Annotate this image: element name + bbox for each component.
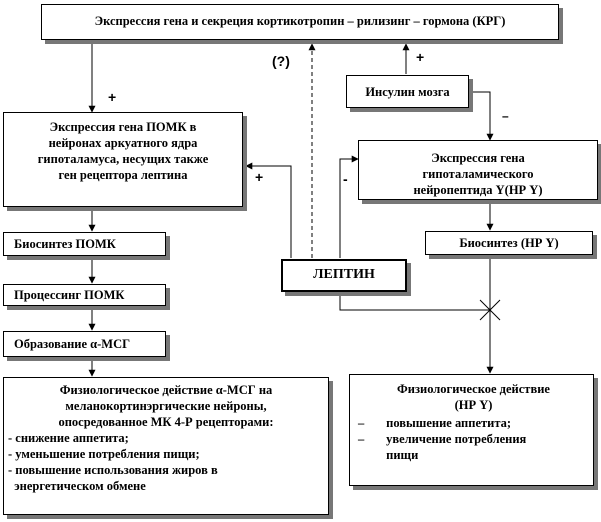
pomc-processing-text: Процессинг ПОМК — [14, 288, 125, 302]
msh-effect-title-3: опосредованное МК 4-Р рецепторами: — [58, 415, 274, 429]
pomc-biosynthesis-box: Биосинтез ПОМК — [3, 232, 166, 256]
leptin-text: ЛЕПТИН — [313, 267, 375, 282]
pomc-expression-line-2: нейронах аркуатного ядра — [48, 136, 198, 150]
msh-effect-box: Физиологическое действие α-МСГ на мелано… — [3, 377, 329, 515]
line-leptin-block — [339, 292, 490, 311]
plus-sign-crh-pomc: + — [108, 89, 117, 105]
arrow-insulin-to-npy — [470, 91, 494, 141]
crh-expression-text: Экспрессия гена и секреция кортикотропин… — [94, 14, 506, 28]
npy-expression-line-3: нейропептида Y(НР Y) — [413, 183, 543, 197]
brain-insulin-text: Инсулин мозга — [365, 85, 450, 99]
msh-effect-title-1: Физиологическое действие α-МСГ на — [59, 383, 273, 397]
minus-sign-leptin-npy: - — [343, 171, 348, 187]
npy-effect-item: – повышение аппетита; — [358, 416, 512, 430]
block-cross-b — [479, 299, 501, 321]
npy-effect-item: – увеличение потребления — [358, 432, 527, 446]
npy-expression-line-1: Экспрессия гена — [431, 151, 525, 165]
pomc-expression-line-4: ген рецептора лептина — [58, 168, 188, 182]
npy-biosynthesis-box: Биосинтез (НР Y) — [425, 231, 593, 255]
npy-effect-item: пищи — [358, 448, 419, 462]
msh-effect-item: - повышение использования жиров в — [8, 463, 218, 477]
plus-sign-insulin-crh: + — [416, 49, 425, 65]
npy-effect-box: Физиологическое действие (НР Y) – повыше… — [349, 374, 594, 486]
pomc-biosynthesis-text: Биосинтез ПОМК — [14, 237, 116, 251]
msh-formation-text: Образование α-МСГ — [14, 337, 131, 351]
pomc-expression-line-1: Экспрессия гена ПОМК в — [49, 120, 197, 134]
brain-insulin-box: Инсулин мозга — [346, 75, 469, 108]
npy-expression-box: Экспрессия гена гипоталамического нейроп… — [358, 140, 598, 200]
msh-effect-item: - уменьшение потребления пищи; — [8, 447, 200, 461]
arrow-leptin-to-pomc — [245, 162, 292, 258]
msh-formation-box: Образование α-МСГ — [3, 331, 166, 357]
msh-effect-title-2: меланокортинэргические нейроны, — [65, 399, 267, 413]
npy-effect-title-1: Физиологическое действие — [397, 382, 550, 396]
minus-sign-insulin-npy: – — [502, 109, 509, 123]
crh-expression-box: Экспрессия гена и секреция кортикотропин… — [41, 4, 559, 40]
npy-expression-line-2: гипоталамического — [422, 167, 534, 181]
msh-effect-item: энергетическом обмене — [8, 479, 146, 493]
pomc-processing-box: Процессинг ПОМК — [3, 284, 166, 306]
npy-effect-title-2: (НР Y) — [454, 398, 493, 412]
npy-biosynthesis-text: Биосинтез (НР Y) — [459, 236, 559, 250]
pomc-expression-box: Экспрессия гена ПОМК в нейронах аркуатно… — [3, 112, 243, 207]
leptin-box: ЛЕПТИН — [281, 259, 407, 292]
arrow-leptin-to-npy — [339, 155, 359, 258]
question-sign: (?) — [272, 53, 290, 69]
msh-effect-item: - снижение аппетита; — [8, 431, 129, 445]
pomc-expression-line-3: гипоталамуса, несущих также — [37, 152, 209, 166]
plus-sign-leptin-pomc: + — [255, 169, 264, 185]
